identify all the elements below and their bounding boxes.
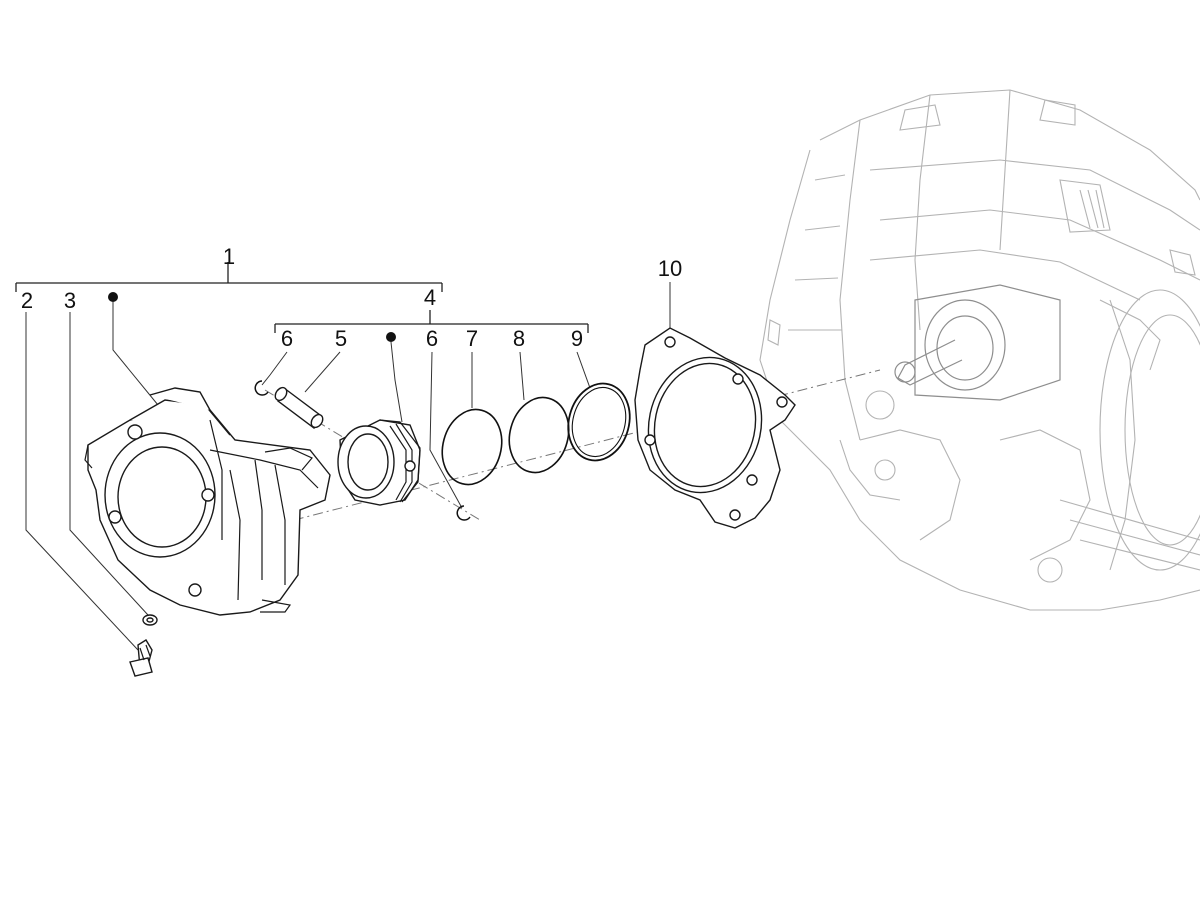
assembly-bracket-4	[274, 310, 589, 333]
bullet-marker-cylinder	[108, 292, 118, 302]
gasket-drawing	[634, 327, 796, 529]
assembly-bracket-1	[15, 262, 443, 292]
callout-4: 4	[424, 285, 436, 310]
callout-7: 7	[466, 326, 478, 351]
piston-drawing	[337, 419, 421, 506]
cylinder-drawing	[84, 387, 331, 616]
engine-block-drawing	[759, 89, 1200, 611]
washer-drawing	[142, 614, 158, 626]
circlip-right-drawing	[456, 505, 471, 521]
callout-10: 10	[658, 256, 682, 281]
circlip-left-drawing	[254, 380, 269, 396]
callout-6-left: 6	[281, 326, 293, 351]
callout-2: 2	[21, 288, 33, 313]
piston-ring-9-outer-drawing	[567, 382, 631, 462]
callout-3: 3	[64, 288, 76, 313]
bullet-marker-piston	[386, 332, 396, 342]
piston-ring-8-drawing	[508, 396, 570, 474]
piston-ring-9-inner-drawing	[571, 386, 627, 458]
callout-8: 8	[513, 326, 525, 351]
callout-6-right: 6	[426, 326, 438, 351]
piston-ring-7-drawing	[441, 408, 503, 486]
callout-5: 5	[335, 326, 347, 351]
cylinder-axis-line	[254, 369, 881, 531]
piston-pin-drawing	[274, 386, 324, 430]
bolt-drawing	[129, 639, 153, 677]
callout-1: 1	[223, 244, 235, 269]
callout-9: 9	[571, 326, 583, 351]
